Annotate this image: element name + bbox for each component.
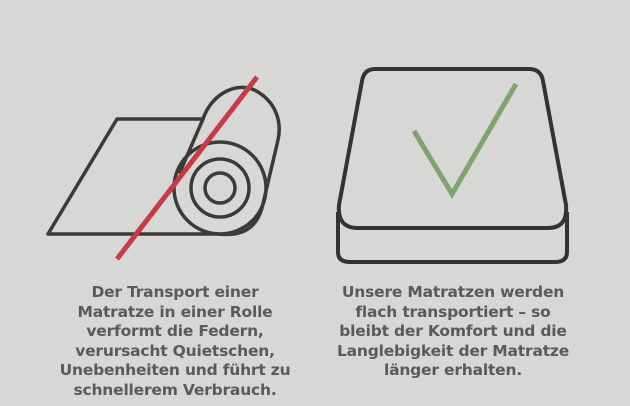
caption-line: Matratze in einer Rolle xyxy=(77,302,273,321)
caption-line: Der Transport einer xyxy=(91,283,259,301)
caption-line: verursacht Quietschen, xyxy=(75,341,275,360)
caption-line: flach transportiert – so xyxy=(355,302,551,321)
caption-line: bleibt der Komfort und die xyxy=(339,322,567,340)
caption-line: Unsere Matratzen werden xyxy=(341,283,565,301)
caption-line: Langlebigkeit der Matratze xyxy=(336,341,570,360)
checkmark-icon xyxy=(411,82,519,199)
right-caption: Unsere Matratzen werden flach transporti… xyxy=(318,283,588,381)
caption-line: länger erhalten. xyxy=(383,361,523,379)
flat-mattress-icon xyxy=(336,67,569,264)
cross-out-line xyxy=(115,75,259,261)
caption-line: Unebenheiten und führt zu xyxy=(59,361,291,379)
caption-line: schnellerem Verbrauch. xyxy=(73,380,277,399)
caption-line: verformt die Federn, xyxy=(86,322,264,340)
left-caption: Der Transport einer Matratze in einer Ro… xyxy=(40,283,310,400)
rolled-mattress-icon xyxy=(46,85,281,237)
